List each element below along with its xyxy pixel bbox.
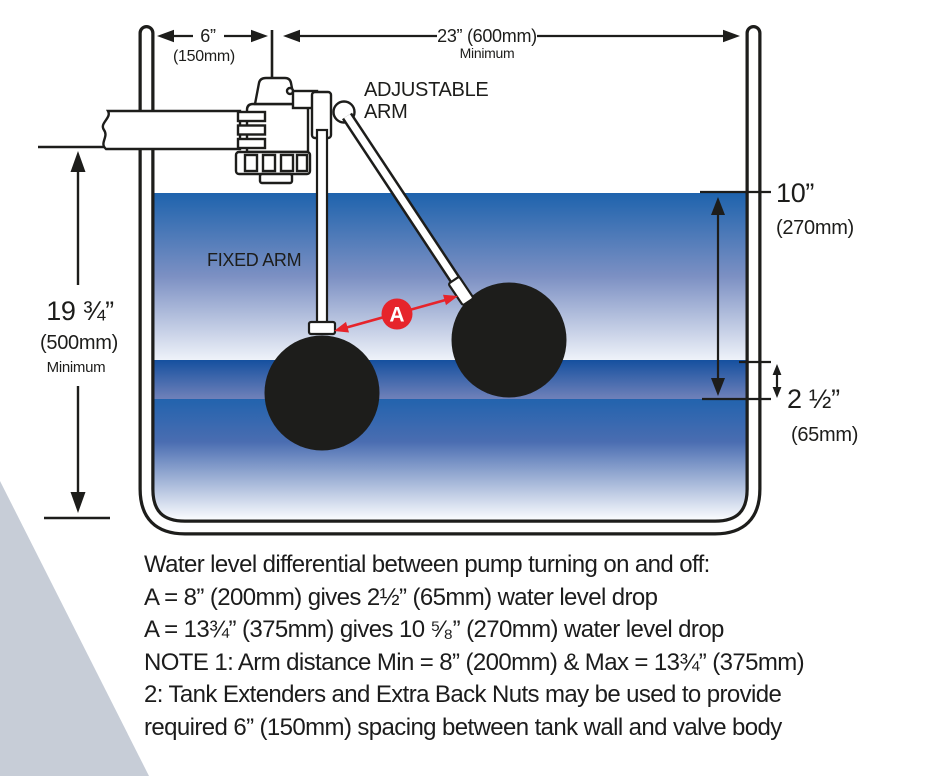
arrow-up-icon (70, 151, 86, 172)
arrow-left-icon (283, 29, 300, 43)
water (153, 193, 747, 521)
tank-wall-fill (141, 28, 759, 533)
adjustable-arm-rod (344, 114, 465, 292)
fixed-arm-label: FIXED ARM (207, 250, 301, 270)
arrow-right-icon (251, 29, 268, 43)
fixed-arm-float-ball (264, 335, 380, 451)
arm-distance-annotation: A (334, 294, 458, 333)
arrow-right-icon (723, 29, 740, 43)
notes-block: Water level differential between pump tu… (144, 549, 937, 745)
arrow-down-icon (70, 492, 86, 513)
adjustable-arm-float-ball (451, 282, 567, 398)
water-level-dimensions (700, 190, 782, 401)
arrowhead-left-icon (334, 321, 349, 333)
spacing-value: 6” (200, 26, 216, 46)
tank-wall (138, 25, 762, 536)
supply-pipe (101, 109, 242, 151)
fixed-arm-rod (315, 128, 329, 327)
adjustable-arm-label-line1: ADJUSTABLE (364, 79, 488, 101)
fixed-arm-collar (307, 320, 337, 336)
depth-metric: (500mm) (40, 332, 118, 354)
spacing-metric: (150mm) (173, 48, 235, 65)
pipe-thread-ridge (236, 137, 267, 150)
pipe-thread-ridge (236, 110, 267, 123)
min-drop-metric: (65mm) (791, 424, 858, 446)
max-drop-value: 10” (776, 178, 814, 208)
float-arms (264, 112, 567, 451)
adjustable-arm-collar (448, 276, 474, 306)
tank-diagram-canvas: A 10” (270mm) 2 ½” (65mm) 19 ¾” (5 (38, 25, 858, 536)
water-low-level-band (153, 399, 747, 521)
note-line: required 6” (150mm) spacing between tank… (144, 713, 782, 741)
max-drop-metric: (270mm) (776, 217, 854, 239)
note-line: A = 13¾” (375mm) gives 10 ⁵⁄₈” (270mm) w… (144, 616, 724, 644)
arrow-up-icon (711, 197, 725, 215)
adjustable-arm-label-line2: ARM (364, 101, 408, 123)
water-mid-level-band (153, 360, 747, 399)
note-line: 2: Tank Extenders and Extra Back Nuts ma… (144, 681, 782, 709)
note-line: NOTE 1: Arm distance Min = 8” (200mm) & … (144, 648, 805, 676)
arrow-left-icon (157, 29, 174, 43)
nut-slot (279, 153, 295, 173)
nut-slot (243, 153, 259, 173)
tank-depth-dimension (38, 145, 110, 520)
width-value: 23” (600mm) (437, 26, 537, 46)
nut-slot (261, 153, 277, 173)
a-marker-label: A (389, 304, 404, 327)
top-dimensions (157, 29, 740, 43)
float-valve-assembly (101, 30, 356, 185)
note-line: A = 8” (200mm) gives 2½” (65mm) water le… (144, 583, 658, 611)
depth-value: 19 ¾” (46, 296, 114, 326)
width-qualifier: Minimum (460, 45, 515, 61)
nut-slot (295, 153, 309, 173)
depth-qualifier: Minimum (47, 359, 106, 376)
min-drop-value: 2 ½” (787, 384, 840, 414)
a-marker-badge (381, 298, 413, 330)
arrowhead-right-icon (443, 294, 458, 306)
valve-top-cap (253, 76, 297, 106)
pipe-thread-ridge (236, 124, 267, 136)
arrow-down-small-icon (772, 387, 782, 398)
arrow-down-icon (711, 378, 725, 396)
nut-tab (258, 172, 294, 185)
arrow-up-small-icon (772, 364, 782, 375)
note-line: Water level differential between pump tu… (144, 551, 710, 578)
